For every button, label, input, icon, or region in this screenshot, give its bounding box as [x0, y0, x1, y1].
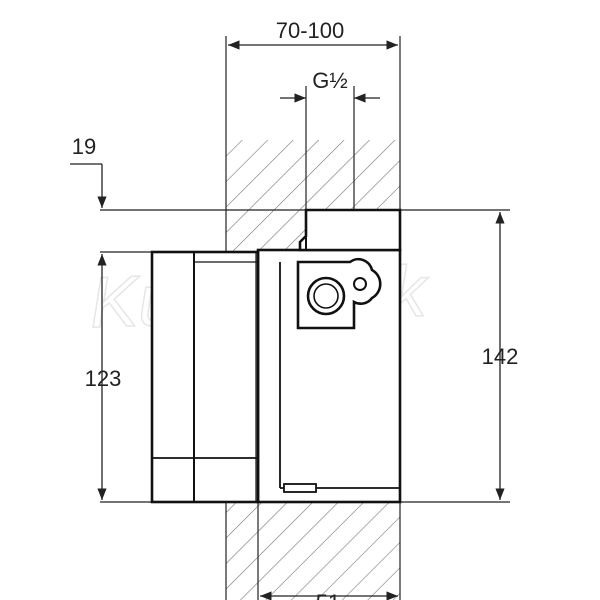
- label-left-height: 123: [85, 366, 122, 391]
- valve-body: [150, 208, 402, 504]
- label-offset-top: 19: [72, 134, 96, 159]
- dimension-labels: 70-100 G½ 19 123 142 51: [72, 18, 519, 600]
- top-housing: [298, 208, 402, 252]
- label-right-height: 142: [482, 344, 519, 369]
- label-bottom-width: 51: [316, 590, 340, 600]
- front-cover: [150, 250, 260, 504]
- dimension-arrows: [97, 40, 505, 600]
- label-top-width: 70-100: [276, 18, 345, 43]
- mounting-hole: [353, 277, 367, 291]
- bottom-pin: [283, 483, 317, 493]
- wall-hatch: [226, 140, 400, 600]
- label-thread: G½: [312, 68, 347, 93]
